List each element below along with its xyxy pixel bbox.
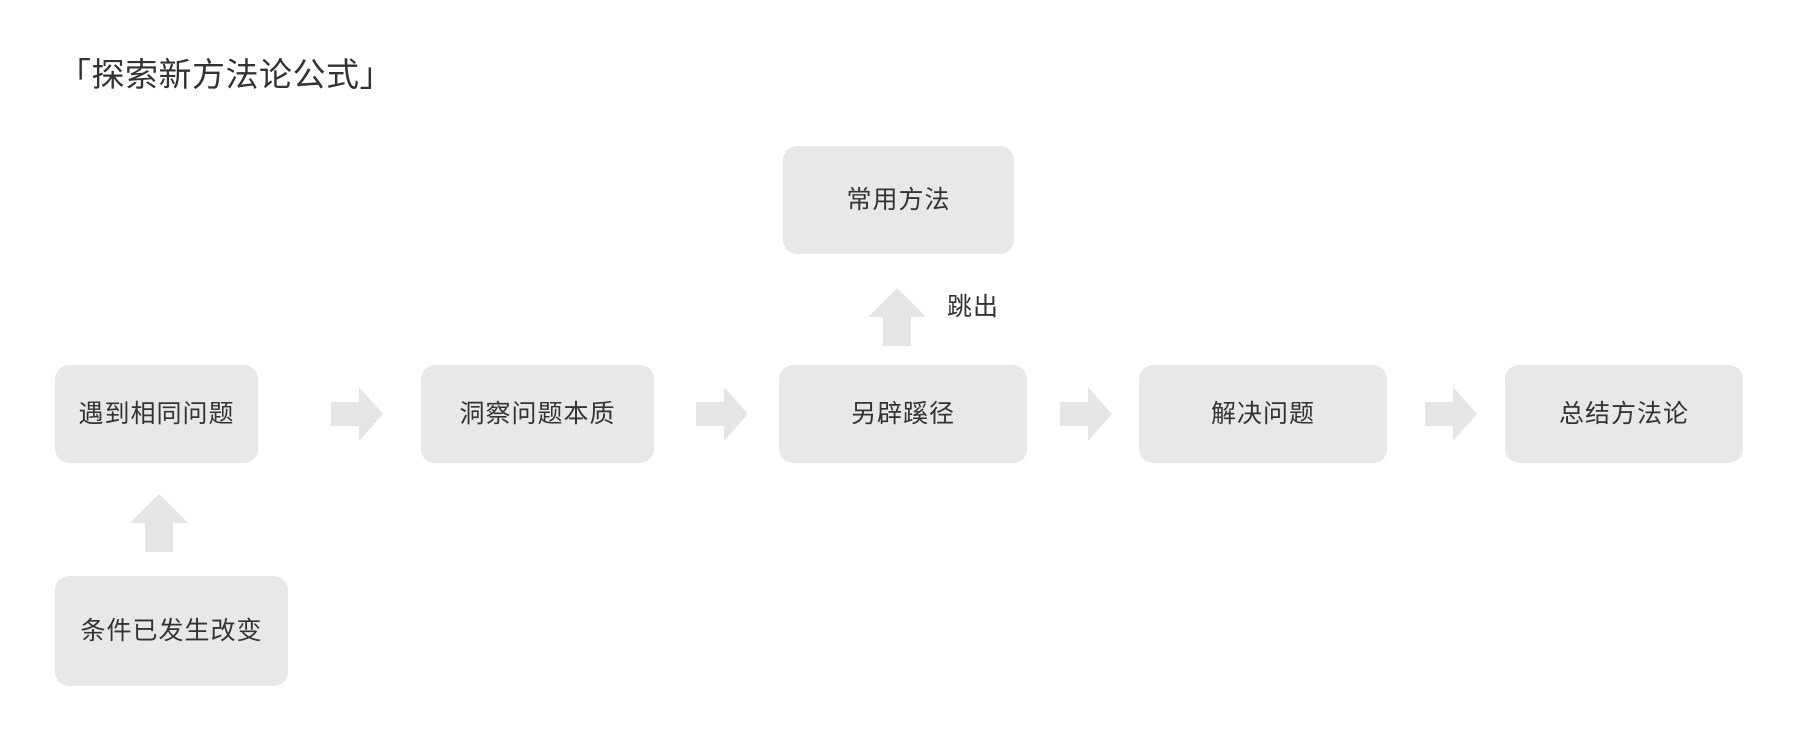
arrow-right-icon-3 xyxy=(1058,384,1114,444)
page-title: 「探索新方法论公式」 xyxy=(58,56,393,93)
node-common-methods[interactable]: 常用方法 xyxy=(783,146,1014,254)
node-same-problem[interactable]: 遇到相同问题 xyxy=(55,365,258,463)
node-summarize-methodology[interactable]: 总结方法论 xyxy=(1505,365,1743,463)
node-condition-changed[interactable]: 条件已发生改变 xyxy=(55,576,288,686)
arrow-right-icon-1 xyxy=(329,384,385,444)
arrow-right-icon-4 xyxy=(1423,384,1479,444)
arrow-up-icon-condition-changed xyxy=(128,492,190,554)
node-solve-problem[interactable]: 解决问题 xyxy=(1139,365,1387,463)
arrow-up-icon-jump-out xyxy=(866,286,928,348)
node-insight-essence[interactable]: 洞察问题本质 xyxy=(421,365,654,463)
edge-label-jump-out: 跳出 xyxy=(947,293,1000,321)
node-new-approach[interactable]: 另辟蹊径 xyxy=(779,365,1027,463)
arrow-right-icon-2 xyxy=(694,384,750,444)
